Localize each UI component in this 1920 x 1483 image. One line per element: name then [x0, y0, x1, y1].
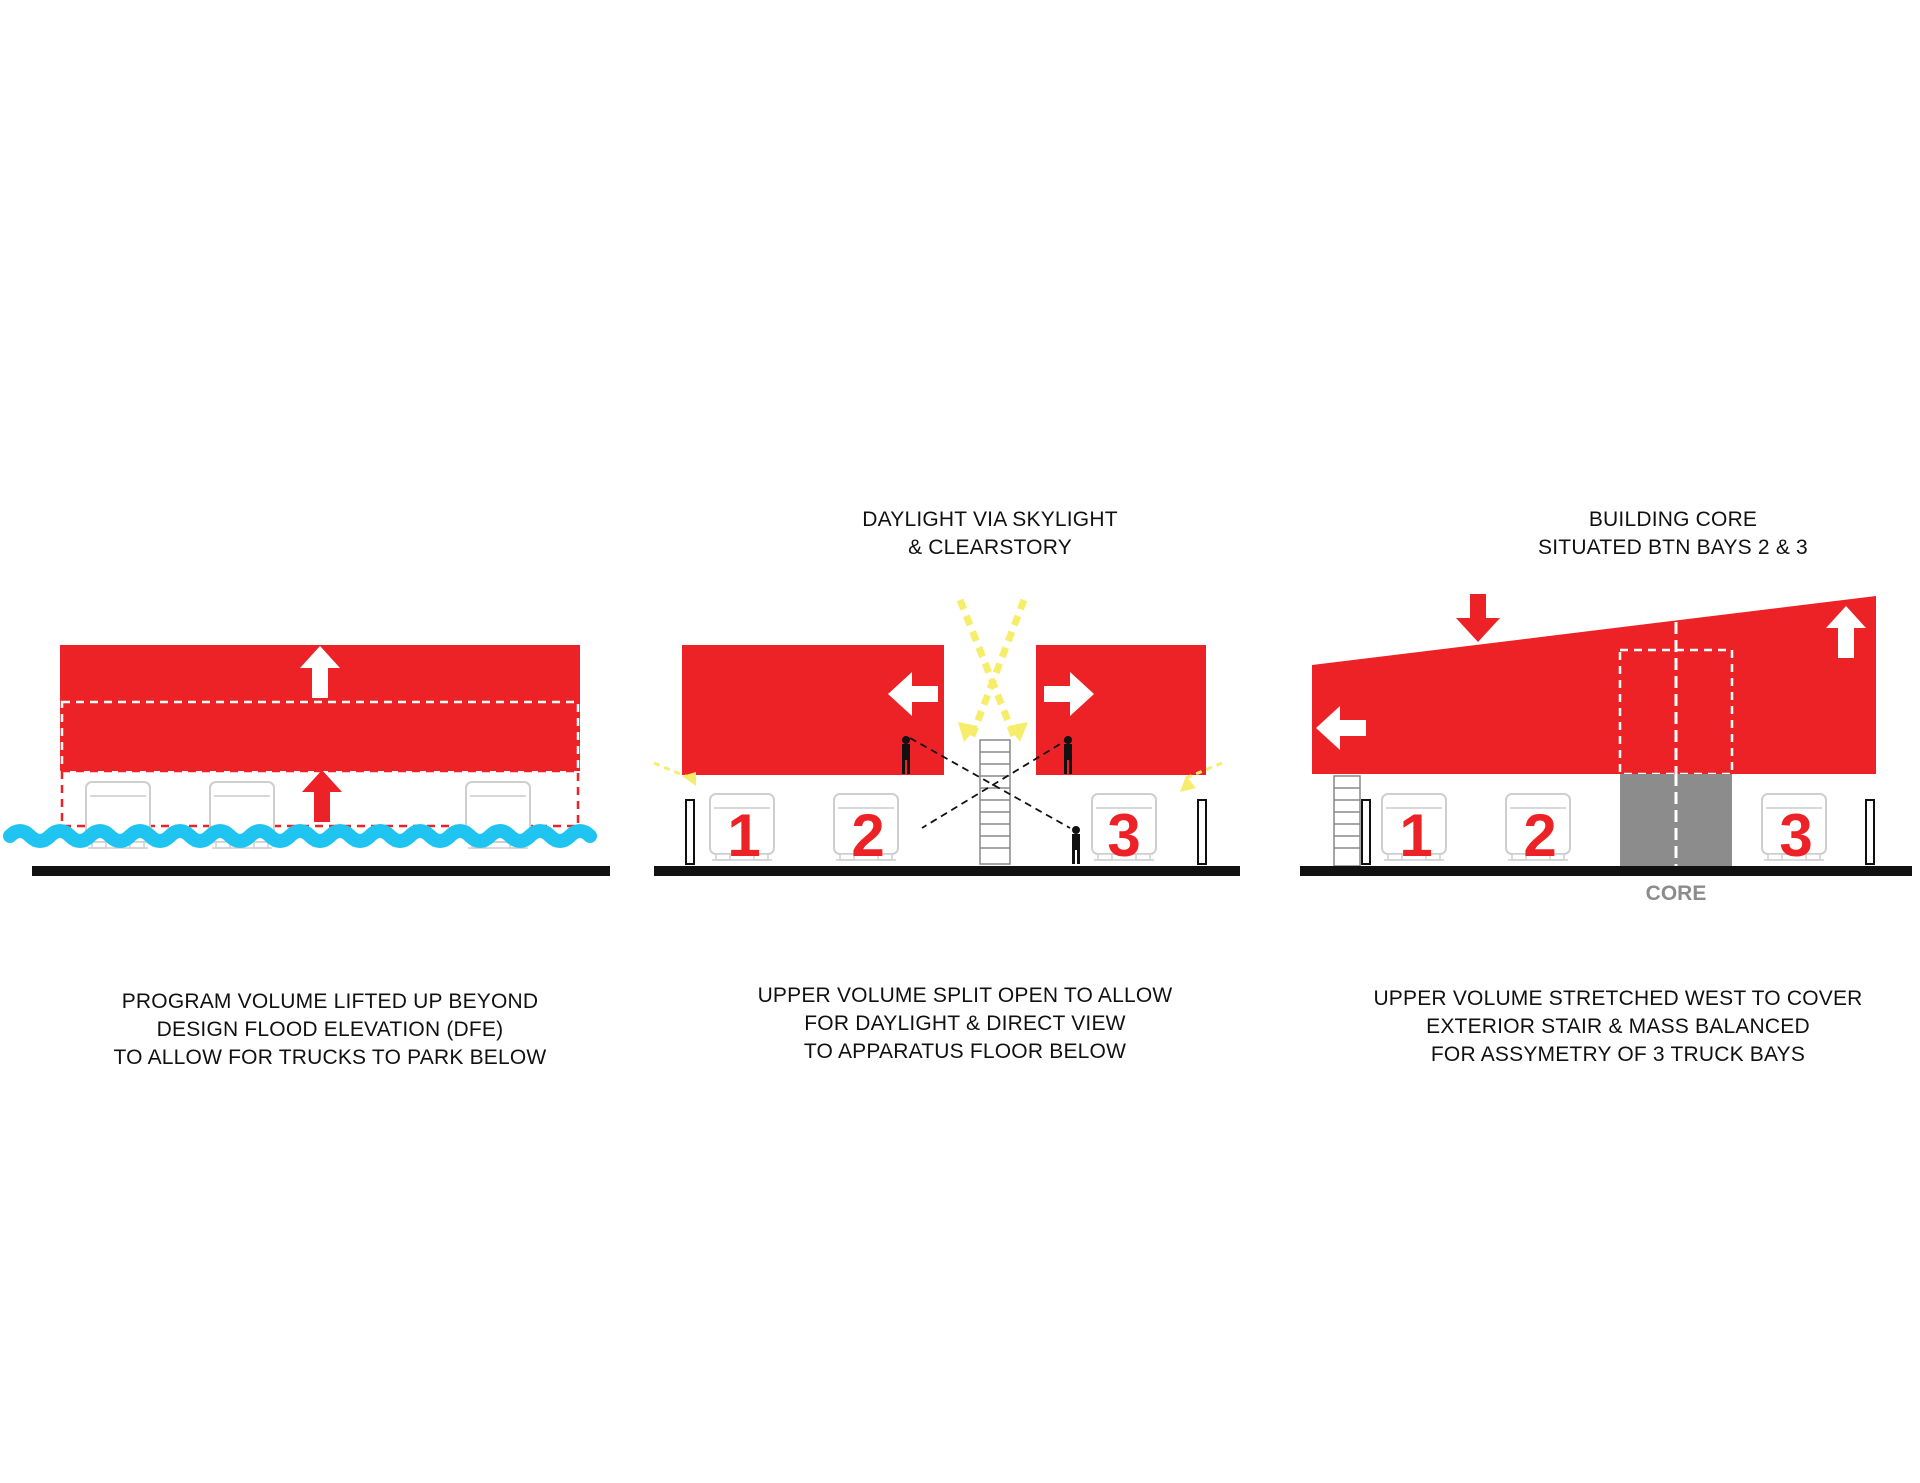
bay-number: 3	[1107, 802, 1140, 869]
original-volume-outline-lower	[60, 769, 580, 828]
caption-line: UPPER VOLUME STRETCHED WEST TO COVER	[1373, 987, 1863, 1010]
daylight-arrowhead	[1008, 722, 1028, 742]
daylight-arrowhead	[958, 722, 978, 742]
panel-2-top-label: DAYLIGHT VIA SKYLIGHT & CLEARSTORY	[840, 506, 1140, 562]
label-line: SITUATED BTN BAYS 2 & 3	[1538, 536, 1808, 559]
panel-2-caption: UPPER VOLUME SPLIT OPEN TO ALLOW FOR DAY…	[735, 982, 1195, 1066]
core-label: CORE	[1646, 882, 1707, 905]
column	[1361, 799, 1371, 865]
left-arrow-icon	[888, 672, 938, 716]
caption-line: EXTERIOR STAIR & MASS BALANCED	[1426, 1015, 1810, 1038]
panel-1-flood-lift	[3, 645, 610, 876]
ground-line	[32, 866, 610, 876]
label-line: DAYLIGHT VIA SKYLIGHT	[862, 508, 1118, 531]
label-line: BUILDING CORE	[1588, 508, 1758, 531]
clearstory-arrowhead	[682, 772, 696, 786]
panel-1-caption: PROGRAM VOLUME LIFTED UP BEYOND DESIGN F…	[100, 988, 560, 1072]
ground-line	[654, 866, 1240, 876]
upper-volume-left	[682, 645, 944, 775]
label-line: & CLEARSTORY	[908, 536, 1072, 559]
caption-line: TO APPARATUS FLOOR BELOW	[803, 1040, 1127, 1063]
right-arrow-icon	[1044, 672, 1094, 716]
bay-number: 3	[1779, 802, 1812, 869]
clearstory-arrowhead	[1180, 776, 1196, 792]
bay-number: 1	[727, 802, 760, 869]
column	[1197, 799, 1207, 865]
upper-volume-stretched	[1312, 596, 1876, 774]
bay-number: 2	[851, 802, 884, 869]
caption-line: PROGRAM VOLUME LIFTED UP BEYOND	[121, 990, 539, 1013]
caption-line: DESIGN FLOOD ELEVATION (DFE)	[156, 1018, 504, 1041]
daylight-rays	[956, 598, 1028, 738]
ground-line	[1300, 866, 1912, 876]
caption-line: FOR ASSYMETRY OF 3 TRUCK BAYS	[1430, 1043, 1806, 1066]
upper-volume-right	[1036, 645, 1206, 775]
caption-line: UPPER VOLUME SPLIT OPEN TO ALLOW	[757, 984, 1173, 1007]
panel-3-top-label: BUILDING CORE SITUATED BTN BAYS 2 & 3	[1500, 506, 1846, 562]
sightlines	[909, 737, 1071, 829]
bay-number: 1	[1399, 802, 1432, 869]
panel-3-stretched-west: 1 2 3 CORE	[1300, 594, 1912, 905]
caption-line: FOR DAYLIGHT & DIRECT VIEW	[804, 1012, 1126, 1035]
panel-2-split-open: 1 2 3	[653, 598, 1240, 876]
down-arrow-icon	[1456, 594, 1500, 642]
flood-water-waves	[3, 824, 597, 848]
bay-number: 2	[1523, 802, 1556, 869]
column	[1865, 799, 1875, 865]
interior-stair	[979, 739, 1011, 865]
caption-line: TO ALLOW FOR TRUCKS TO PARK BELOW	[113, 1046, 547, 1069]
up-arrow-icon	[302, 770, 342, 822]
panel-3-caption: UPPER VOLUME STRETCHED WEST TO COVER EXT…	[1360, 985, 1876, 1069]
left-arrow-icon	[1316, 706, 1366, 750]
person-icon	[1072, 826, 1080, 864]
exterior-stair	[1333, 775, 1361, 867]
column	[685, 799, 695, 865]
